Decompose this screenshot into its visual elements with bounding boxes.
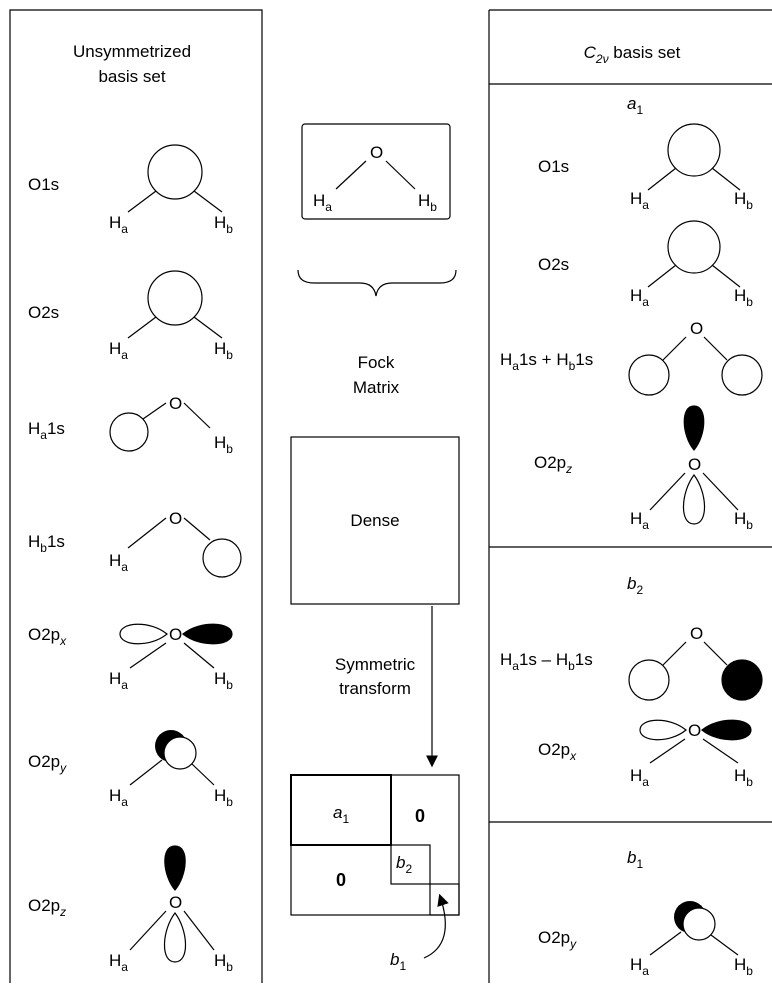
svg-text:Hb: Hb bbox=[734, 286, 753, 309]
left-row-o2py: O2py Ha Hb bbox=[28, 730, 233, 809]
svg-text:O: O bbox=[169, 509, 182, 528]
right-header: C2ν basis set bbox=[584, 43, 681, 66]
svg-text:Ha: Ha bbox=[630, 509, 649, 532]
right-row-o2px: O2px O Ha Hb bbox=[538, 719, 753, 789]
pz-lobe-bottom bbox=[163, 912, 187, 963]
fock-label-line1: Fock bbox=[358, 353, 395, 372]
block-b2-label: b2 bbox=[396, 853, 412, 876]
left-row-hb1s: Hb1s O Ha bbox=[28, 509, 242, 578]
right-row-sym-h1s: Ha1s + Hb1s O bbox=[500, 319, 763, 396]
left-row-o2s: O2s Ha Hb bbox=[28, 270, 233, 362]
pz-lobe-top bbox=[164, 845, 186, 891]
svg-text:Hb: Hb bbox=[214, 786, 233, 809]
svg-text:O: O bbox=[688, 455, 701, 474]
svg-text:Ha: Ha bbox=[630, 189, 649, 212]
transform-label-line2: transform bbox=[339, 679, 411, 698]
svg-text:Ha: Ha bbox=[109, 339, 128, 362]
row-label: O2pz bbox=[534, 453, 572, 476]
left-panel: Unsymmetrized basis set O1s Ha Hb O2s Ha… bbox=[9, 9, 263, 983]
right-row-antisym-h1s: Ha1s – Hb1s O bbox=[500, 624, 763, 701]
brace bbox=[297, 269, 457, 297]
svg-text:Ha: Ha bbox=[630, 955, 649, 978]
ha1s-orbital bbox=[109, 412, 149, 452]
right-panel: C2ν basis set a1 b2 b1 O1s Ha Hb O2s Ha … bbox=[488, 9, 772, 983]
svg-text:Hb: Hb bbox=[214, 339, 233, 362]
o1s-orbital bbox=[147, 144, 203, 200]
row-label: Ha1s bbox=[28, 419, 65, 442]
row-label: O2s bbox=[28, 303, 59, 322]
left-header-line1: Unsymmetrized bbox=[73, 42, 191, 61]
row-label: Ha1s + Hb1s bbox=[500, 350, 593, 373]
svg-text:Ha: Ha bbox=[109, 213, 128, 236]
section-a1-label: a1 bbox=[627, 94, 643, 117]
svg-text:O: O bbox=[169, 394, 182, 413]
svg-text:Ha: Ha bbox=[109, 786, 128, 809]
svg-text:O: O bbox=[688, 721, 701, 740]
o2s-orbital bbox=[147, 270, 203, 326]
py-lobe-front bbox=[163, 736, 197, 770]
row-label: Ha1s – Hb1s bbox=[500, 650, 593, 673]
row-label: O2py bbox=[28, 752, 67, 775]
svg-text:Hb: Hb bbox=[214, 433, 233, 456]
section-b1-label: b1 bbox=[627, 848, 643, 871]
row-label: O2pz bbox=[28, 896, 66, 919]
svg-text:Ha: Ha bbox=[109, 669, 128, 692]
svg-text:Hb: Hb bbox=[734, 189, 753, 212]
svg-text:O: O bbox=[370, 143, 383, 162]
svg-text:Ha: Ha bbox=[630, 766, 649, 789]
right-row-o1s: O1s Ha Hb bbox=[538, 123, 753, 212]
row-label: Hb1s bbox=[28, 532, 65, 555]
svg-text:Hb: Hb bbox=[214, 669, 233, 692]
left-header-line2: basis set bbox=[98, 67, 165, 86]
svg-text:Hb: Hb bbox=[214, 213, 233, 236]
svg-text:O: O bbox=[169, 893, 182, 912]
svg-text:Ha: Ha bbox=[109, 551, 128, 574]
b1-pointer-arrow bbox=[423, 893, 449, 959]
svg-text:Ha: Ha bbox=[313, 191, 332, 214]
block-b1-label: b1 bbox=[390, 950, 406, 973]
svg-text:Hb: Hb bbox=[734, 766, 753, 789]
row-label: O2s bbox=[538, 255, 569, 274]
block-a1-label: a1 bbox=[333, 803, 349, 826]
middle-panel: O Ha Hb Fock Matrix Dense Symmetric tran… bbox=[290, 123, 460, 973]
svg-text:O: O bbox=[690, 319, 703, 338]
hb1s-orbital bbox=[202, 538, 242, 578]
svg-text:Hb: Hb bbox=[734, 509, 753, 532]
left-row-o1s: O1s Ha Hb bbox=[28, 144, 233, 236]
right-row-o2pz: O2pz O Ha Hb bbox=[534, 405, 753, 532]
left-row-o2pz: O2pz O Ha Hb bbox=[28, 845, 233, 974]
block-b2 bbox=[390, 844, 431, 885]
svg-text:Hb: Hb bbox=[418, 191, 437, 214]
right-row-o2py: O2py Ha Hb bbox=[538, 901, 753, 978]
svg-text:Ha: Ha bbox=[109, 951, 128, 974]
dense-label: Dense bbox=[350, 511, 399, 530]
left-row-ha1s: Ha1s O Hb bbox=[28, 394, 233, 456]
zero-lower-left: 0 bbox=[336, 870, 346, 890]
row-label: O2py bbox=[538, 928, 577, 951]
block-a1 bbox=[290, 774, 392, 846]
row-label: O2px bbox=[538, 740, 577, 763]
transform-label-line1: Symmetric bbox=[335, 655, 416, 674]
svg-text:Ha: Ha bbox=[630, 286, 649, 309]
svg-text:Hb: Hb bbox=[734, 955, 753, 978]
px-lobe-right bbox=[182, 623, 233, 645]
row-label: O1s bbox=[28, 175, 59, 194]
svg-text:O: O bbox=[169, 625, 182, 644]
px-lobe-left bbox=[119, 623, 168, 645]
right-row-o2s: O2s Ha Hb bbox=[538, 220, 753, 309]
svg-text:Hb: Hb bbox=[214, 951, 233, 974]
row-label: O1s bbox=[538, 157, 569, 176]
water-molecule-box bbox=[301, 123, 451, 220]
left-row-o2px: O2px O Ha Hb bbox=[28, 623, 233, 692]
section-b2-label: b2 bbox=[627, 574, 643, 597]
dense-matrix bbox=[290, 436, 460, 605]
zero-upper-right: 0 bbox=[415, 806, 425, 826]
svg-text:O: O bbox=[690, 624, 703, 643]
row-label: O2px bbox=[28, 625, 67, 648]
fock-label-line2: Matrix bbox=[353, 378, 400, 397]
